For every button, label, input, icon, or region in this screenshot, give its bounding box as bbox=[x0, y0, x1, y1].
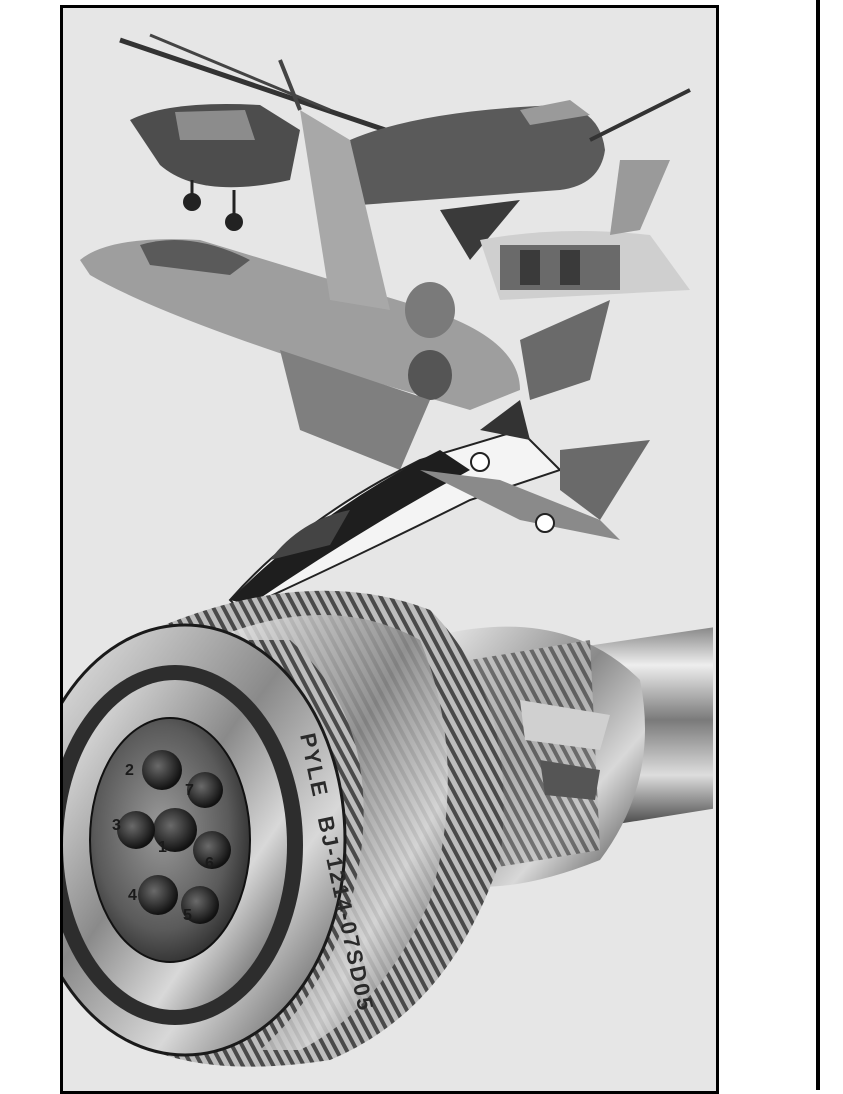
pin-label-4: 4 bbox=[128, 887, 137, 904]
pin-label-6: 6 bbox=[205, 855, 214, 872]
airliner bbox=[350, 88, 691, 260]
socket-5 bbox=[181, 886, 219, 924]
socket-7 bbox=[187, 772, 223, 808]
pin-sockets: 1 2 3 4 5 6 7 bbox=[112, 750, 231, 924]
trainer-jet bbox=[80, 110, 610, 470]
pin-label-2: 2 bbox=[125, 762, 134, 779]
socket-3 bbox=[117, 811, 155, 849]
socket-6 bbox=[193, 831, 231, 869]
pin-label-5: 5 bbox=[183, 907, 192, 924]
pin-label-7: 7 bbox=[185, 782, 194, 799]
pin-label-1: 1 bbox=[158, 839, 167, 856]
pin-label-3: 3 bbox=[112, 817, 121, 834]
socket-4 bbox=[138, 875, 178, 915]
page-divider-rule bbox=[816, 0, 820, 1090]
socket-2 bbox=[142, 750, 182, 790]
helicopter bbox=[119, 33, 401, 231]
socket-1 bbox=[153, 808, 197, 852]
fighter-jet bbox=[228, 400, 650, 612]
business-jet bbox=[480, 160, 690, 300]
